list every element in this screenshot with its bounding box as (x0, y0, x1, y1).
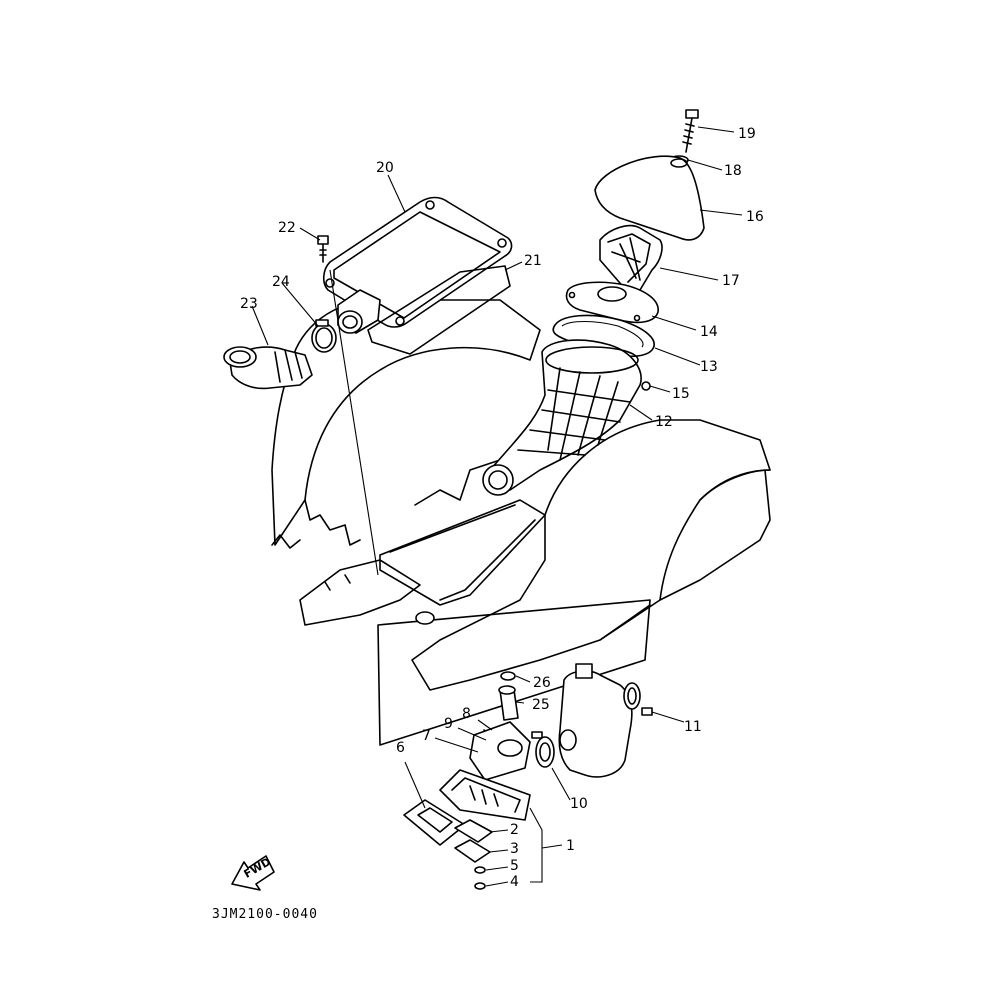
carburetor (558, 663, 633, 778)
hull-body (271, 299, 771, 746)
callout-10: 10 (570, 796, 588, 812)
stopper-3 (454, 839, 491, 863)
forward-arrow: FWD (231, 855, 275, 891)
callout-labels: 1 2 3 4 5 6 7 8 9 10 11 12 13 14 15 16 1… (240, 126, 764, 890)
manifold-7 (469, 721, 531, 781)
bolt-19 (682, 109, 699, 153)
clamp-11 (623, 682, 653, 716)
callout-4: 4 (510, 874, 519, 890)
leader-lines (251, 126, 743, 887)
clamp-10 (531, 731, 555, 768)
callout-25: 25 (532, 697, 550, 713)
callout-5: 5 (510, 858, 519, 874)
callout-9: 9 (444, 716, 453, 732)
callout-18: 18 (724, 163, 742, 179)
callout-12: 12 (655, 414, 673, 430)
callout-11: 11 (684, 719, 702, 735)
filter-cap-16 (594, 155, 705, 241)
callout-20: 20 (376, 160, 394, 176)
gasket-13 (552, 314, 655, 358)
callout-24: 24 (272, 274, 290, 290)
nut-15 (641, 381, 651, 391)
callout-2: 2 (510, 822, 519, 838)
callout-1: 1 (566, 838, 575, 854)
plate-14 (565, 281, 659, 324)
washer-5 (474, 866, 486, 874)
reed-block-1 (439, 769, 531, 821)
callout-17: 17 (722, 273, 740, 289)
ring-26 (500, 671, 516, 681)
callout-3: 3 (510, 841, 519, 857)
screw-4 (474, 882, 486, 890)
joint-23 (223, 346, 313, 390)
filter-element-17 (599, 224, 663, 291)
diagram-code: 3JM2100-0040 (212, 907, 318, 922)
clamp-24 (311, 319, 337, 353)
callout-6: 6 (396, 740, 405, 756)
airbox-cover (322, 196, 513, 355)
intake-duct-12 (482, 339, 642, 496)
callout-22: 22 (278, 220, 296, 236)
callout-19: 19 (738, 126, 756, 142)
callout-26: 26 (533, 675, 551, 691)
callout-21: 21 (524, 253, 542, 269)
callout-23: 23 (240, 296, 258, 312)
callout-7: 7 (422, 728, 431, 744)
callout-14: 14 (700, 324, 718, 340)
screw-22 (317, 235, 329, 263)
callout-13: 13 (700, 359, 718, 375)
callout-16: 16 (746, 209, 764, 225)
callout-8: 8 (462, 706, 471, 722)
callout-15: 15 (672, 386, 690, 402)
